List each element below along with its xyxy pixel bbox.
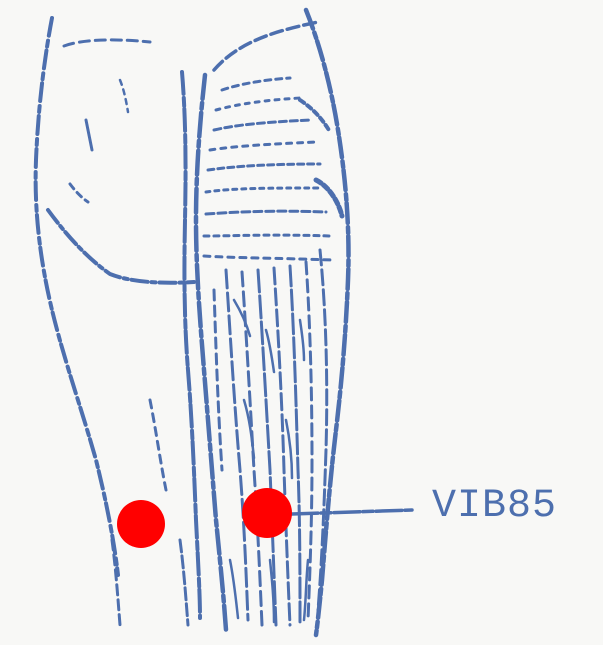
- thigh-shading-2: [70, 184, 88, 202]
- left-leg-top-contour: [64, 40, 150, 46]
- acupoint-label: VIB85: [432, 487, 557, 527]
- knee-shading-left: [150, 400, 166, 490]
- muscle-hatching: [204, 78, 342, 625]
- thigh-shading-3: [120, 80, 128, 112]
- left-leg-outer-contour: [36, 18, 118, 575]
- shin-line-left-2: [180, 540, 188, 625]
- thigh-shading-1: [86, 120, 92, 150]
- acupoint-vib85: [242, 488, 292, 538]
- right-leg-top-contour: [214, 22, 318, 70]
- label-leader-line: [292, 510, 412, 514]
- right-leg-inner-contour: [196, 75, 226, 630]
- right-leg-outer-contour: [306, 10, 349, 635]
- acupoint-left: [117, 500, 165, 548]
- gluteal-fold: [48, 210, 194, 283]
